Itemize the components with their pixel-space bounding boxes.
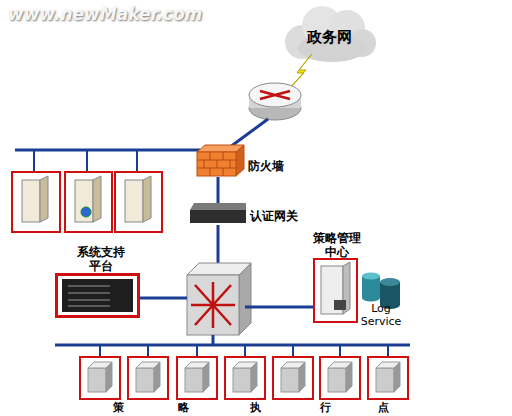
firewall-side	[236, 145, 244, 176]
wire	[140, 297, 187, 300]
device-frame	[368, 357, 408, 399]
device-side	[299, 362, 305, 392]
lightning-bolt	[289, 54, 312, 89]
firewall-front	[197, 152, 236, 176]
node-label: 策略管理 中心	[309, 232, 365, 260]
device-front	[136, 368, 154, 392]
server-tower	[22, 180, 40, 222]
device-side	[106, 362, 112, 392]
wire	[86, 150, 88, 172]
enforcement-point	[273, 357, 313, 399]
router-arrows	[260, 91, 290, 99]
firewall-bricks	[197, 152, 236, 176]
node-label: 防火墙	[248, 160, 298, 174]
platform-node: 系统支持 平台	[55, 273, 140, 318]
firewall-node: 防火墙	[195, 145, 241, 177]
caption-char: 行	[320, 400, 331, 415]
device-frame	[128, 357, 168, 399]
database-top	[380, 278, 400, 286]
enforcement-point	[177, 357, 217, 399]
switch-arrows	[191, 282, 235, 328]
server-tower	[75, 180, 93, 222]
log-service-node: Log Service	[356, 268, 406, 330]
server-side	[93, 176, 101, 222]
device-frame	[273, 357, 313, 399]
caption-char: 策	[113, 400, 124, 415]
enforcement-point	[368, 357, 408, 399]
router-top	[249, 83, 301, 107]
caption-char: 略	[178, 400, 189, 415]
device-frame	[177, 357, 217, 399]
device-frame	[80, 357, 120, 399]
device-side	[346, 362, 352, 392]
device-side	[394, 362, 400, 392]
database-bottom	[362, 295, 380, 302]
enforcement-point	[320, 357, 360, 399]
device-side	[203, 362, 209, 392]
switch-side	[239, 263, 251, 335]
gateway-node: 认证网关	[190, 203, 246, 225]
policy-node: 策略管理 中心	[313, 258, 358, 323]
server-frame	[12, 172, 60, 232]
node-label: Log Service	[356, 303, 406, 328]
bus-line	[55, 344, 410, 347]
wire	[136, 150, 138, 172]
server-side	[143, 176, 151, 222]
server-tower	[125, 180, 143, 222]
device-front	[328, 368, 346, 392]
enforcement-point	[128, 357, 168, 399]
globe-icon	[81, 207, 91, 217]
node-label: 政务网	[282, 29, 377, 46]
device-front	[88, 368, 106, 392]
device-front	[233, 368, 251, 392]
enforcement-point	[225, 357, 265, 399]
wire	[100, 345, 388, 357]
caption-char: 执	[250, 400, 261, 415]
router-symbol	[249, 83, 301, 120]
server-side	[40, 176, 48, 222]
wire	[217, 225, 220, 263]
rack-bays	[68, 286, 110, 306]
node-label: 系统支持 平台	[74, 246, 128, 274]
rack-server	[62, 279, 133, 312]
device-side	[154, 362, 160, 392]
server-frame	[115, 172, 162, 232]
enforcement-point	[80, 357, 120, 399]
firewall-symbol	[197, 145, 244, 176]
gateway-top	[190, 203, 246, 210]
watermark: www.newMaker.com	[8, 4, 202, 24]
device-front	[376, 368, 394, 392]
device-frame	[320, 357, 360, 399]
device-front	[185, 368, 203, 392]
server-monitor	[334, 300, 346, 310]
device-side	[251, 362, 257, 392]
device-frame	[225, 357, 265, 399]
cloud-node: 政务网	[282, 5, 377, 65]
wire	[33, 150, 35, 172]
caption-char: 点	[378, 400, 389, 415]
switch-front	[187, 275, 239, 335]
gateway-body	[190, 210, 246, 223]
bus-line	[15, 149, 200, 152]
database-top	[362, 273, 380, 280]
device-front	[281, 368, 299, 392]
link-line	[217, 177, 220, 203]
switch-symbol	[187, 263, 251, 335]
node-label: 认证网关	[250, 210, 310, 224]
server-frame	[65, 172, 112, 232]
wire	[245, 306, 313, 309]
